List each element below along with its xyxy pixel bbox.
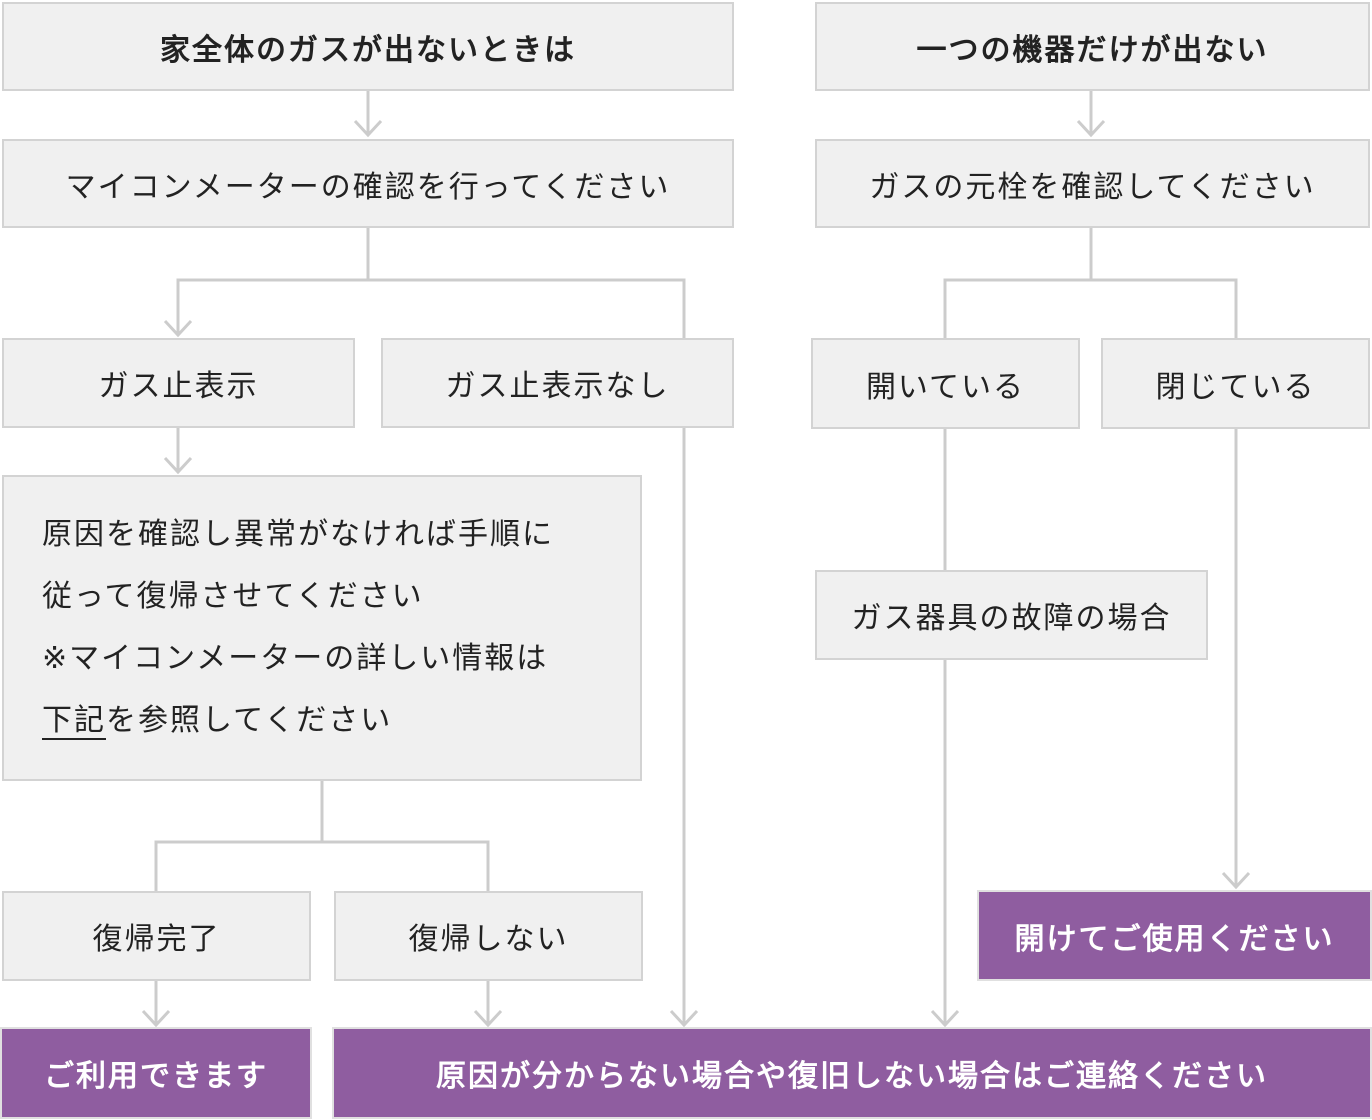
appliance-fault-text: ガス器具の故障の場合 bbox=[851, 601, 1172, 636]
not-restored-text: 復帰しない bbox=[408, 922, 569, 957]
gas-stop-shown-box: ガス止表示 bbox=[2, 338, 355, 428]
right-title: 一つの機器だけが出ない bbox=[916, 32, 1269, 68]
instructions-line-1: 原因を確認し異常がなければ手順に bbox=[42, 517, 554, 552]
available-box: ご利用できます bbox=[0, 1027, 312, 1119]
instructions-line-2: 従って復帰させてください bbox=[42, 579, 424, 614]
valve-closed-text: 閉じている bbox=[1155, 369, 1316, 405]
open-and-use-text: 開けてご使用ください bbox=[1014, 921, 1335, 957]
available-text: ご利用できます bbox=[44, 1059, 268, 1094]
instructions-line-4: 下記を参照してください bbox=[42, 690, 392, 752]
gas-stop-not-shown-text: ガス止表示なし bbox=[445, 369, 670, 404]
gas-stop-shown-text: ガス止表示 bbox=[98, 369, 259, 404]
check-meter-box: マイコンメーターの確認を行ってください bbox=[2, 139, 734, 228]
valve-closed-box: 閉じている bbox=[1101, 338, 1370, 429]
connector-lines bbox=[154, 90, 1238, 1025]
valve-open-box: 開いている bbox=[811, 338, 1080, 429]
right-title-box: 一つの機器だけが出ない bbox=[815, 2, 1370, 91]
arrowheads bbox=[141, 119, 1251, 1028]
check-valve-text: ガスの元栓を確認してください bbox=[869, 169, 1316, 205]
gas-stop-not-shown-box: ガス止表示なし bbox=[381, 338, 734, 428]
check-valve-box: ガスの元栓を確認してください bbox=[815, 139, 1370, 228]
open-and-use-box: 開けてご使用ください bbox=[977, 890, 1372, 981]
left-title: 家全体のガスが出ないときは bbox=[160, 32, 576, 68]
contact-box: 原因が分からない場合や復旧しない場合はご連絡ください bbox=[332, 1027, 1372, 1119]
restored-text: 復帰完了 bbox=[92, 922, 221, 957]
valve-open-text: 開いている bbox=[865, 369, 1026, 405]
instructions-line-4-rest: を参照してください bbox=[106, 703, 393, 738]
left-title-box: 家全体のガスが出ないときは bbox=[2, 2, 734, 91]
not-restored-box: 復帰しない bbox=[334, 891, 643, 981]
instructions-box: 原因を確認し異常がなければ手順に 従って復帰させてください ※マイコンメーターの… bbox=[2, 475, 642, 781]
appliance-fault-box: ガス器具の故障の場合 bbox=[815, 570, 1208, 660]
restored-box: 復帰完了 bbox=[2, 891, 311, 981]
instructions-line-3: ※マイコンメーターの詳しい情報は bbox=[42, 641, 549, 676]
see-below-link[interactable]: 下記 bbox=[42, 703, 106, 740]
check-meter-text: マイコンメーターの確認を行ってください bbox=[65, 169, 671, 205]
contact-text: 原因が分からない場合や復旧しない場合はご連絡ください bbox=[436, 1059, 1268, 1094]
